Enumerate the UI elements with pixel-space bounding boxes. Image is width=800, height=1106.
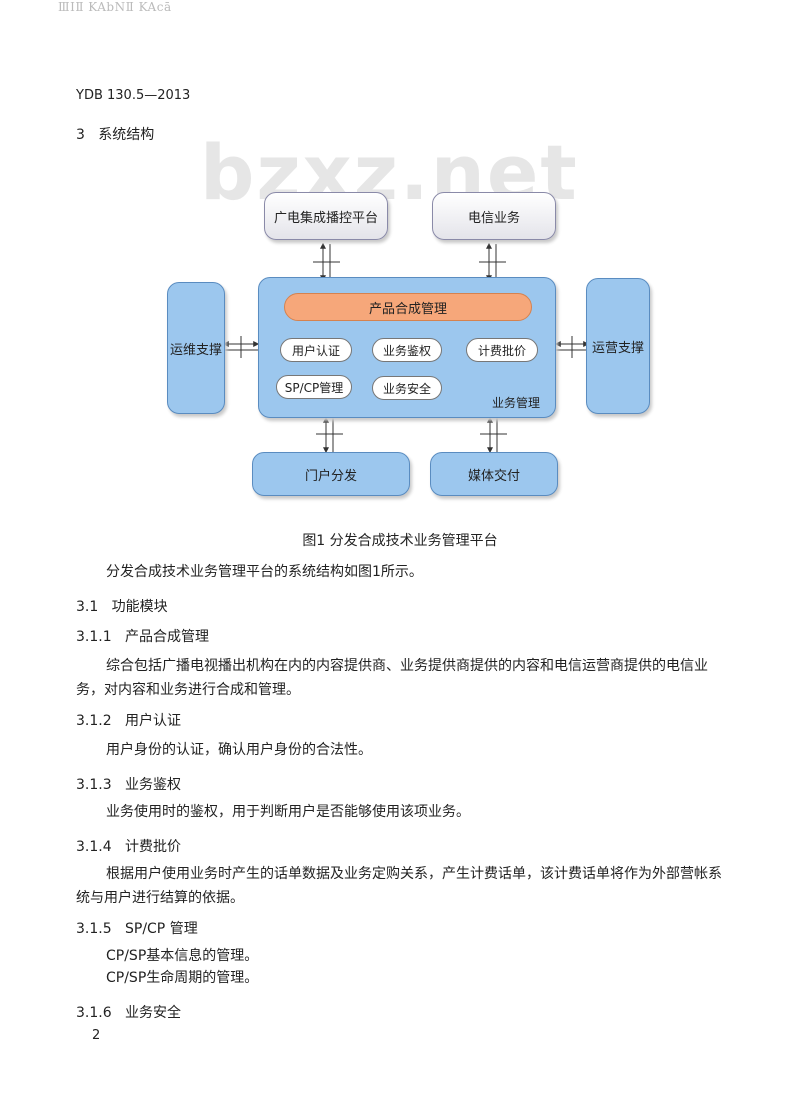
connector-bottom-right: [480, 416, 507, 454]
section-3-1-4-heading: 3.1.4 计费批价: [76, 839, 181, 855]
intro-paragraph: 分发合成技术业务管理平台的系统结构如图1所示。: [106, 564, 423, 580]
section-3-1-3-text: 业务使用时的鉴权，用于判断用户是否能够使用该项业务。: [106, 804, 470, 820]
connector-bottom-left: [316, 416, 343, 454]
box-product-synthesis: 产品合成管理: [284, 293, 532, 321]
section-3-1-1-text: 综合包括广播电视播出机构在内的内容提供商、业务提供商提供的内容和电信运营商提供的…: [76, 658, 708, 698]
section-3-1-5-line-1: CP/SP基本信息的管理。: [106, 948, 259, 964]
pill-billing: 计费批价: [466, 338, 538, 362]
pill-spcp-management: SP/CP管理: [276, 375, 352, 399]
connector-top-right: [479, 242, 506, 282]
section-3-1-5-heading: 3.1.5 SP/CP 管理: [76, 921, 198, 937]
pill-service-authz: 业务鉴权: [372, 338, 442, 362]
box-ops-support: 运维支撑: [167, 282, 225, 414]
section-3-1-heading: 3.1 功能模块: [76, 599, 168, 615]
connector-top-left: [313, 242, 340, 282]
pill-service-security: 业务安全: [372, 376, 442, 400]
page-number: 2: [92, 1028, 101, 1043]
section-3-1-6-heading: 3.1.6 业务安全: [76, 1005, 181, 1021]
figure-caption: 图1 分发合成技术业务管理平台: [302, 533, 498, 549]
section-3-1-2-text: 用户身份的认证，确认用户身份的合法性。: [106, 742, 372, 758]
standard-code: YDB 130.5—2013: [76, 88, 191, 103]
box-media-delivery: 媒体交付: [430, 452, 558, 496]
section-3-1-3-heading: 3.1.3 业务鉴权: [76, 777, 181, 793]
connector-right: [554, 336, 590, 358]
section-3-1-4-text: 根据用户使用业务时产生的话单数据及业务定购关系，产生计费话单，该计费话单将作为外…: [76, 866, 722, 906]
pill-user-auth: 用户认证: [280, 338, 352, 362]
box-telecom-service: 电信业务: [432, 192, 556, 240]
header-artifact: ⅢⅠⅡ KAbNⅡ KAcā: [58, 0, 172, 14]
box-portal-distribution: 门户分发: [252, 452, 410, 496]
box-broadcast-platform: 广电集成播控平台: [264, 192, 388, 240]
section-3-heading: 3 系统结构: [76, 127, 155, 143]
section-3-1-1-heading: 3.1.1 产品合成管理: [76, 629, 209, 645]
service-management-label: 业务管理: [492, 396, 541, 410]
section-3-1-2-heading: 3.1.2 用户认证: [76, 713, 181, 729]
box-operation-support: 运营支撑: [586, 278, 650, 414]
section-3-1-5-line-2: CP/SP生命周期的管理。: [106, 970, 259, 986]
connector-left: [222, 336, 260, 358]
